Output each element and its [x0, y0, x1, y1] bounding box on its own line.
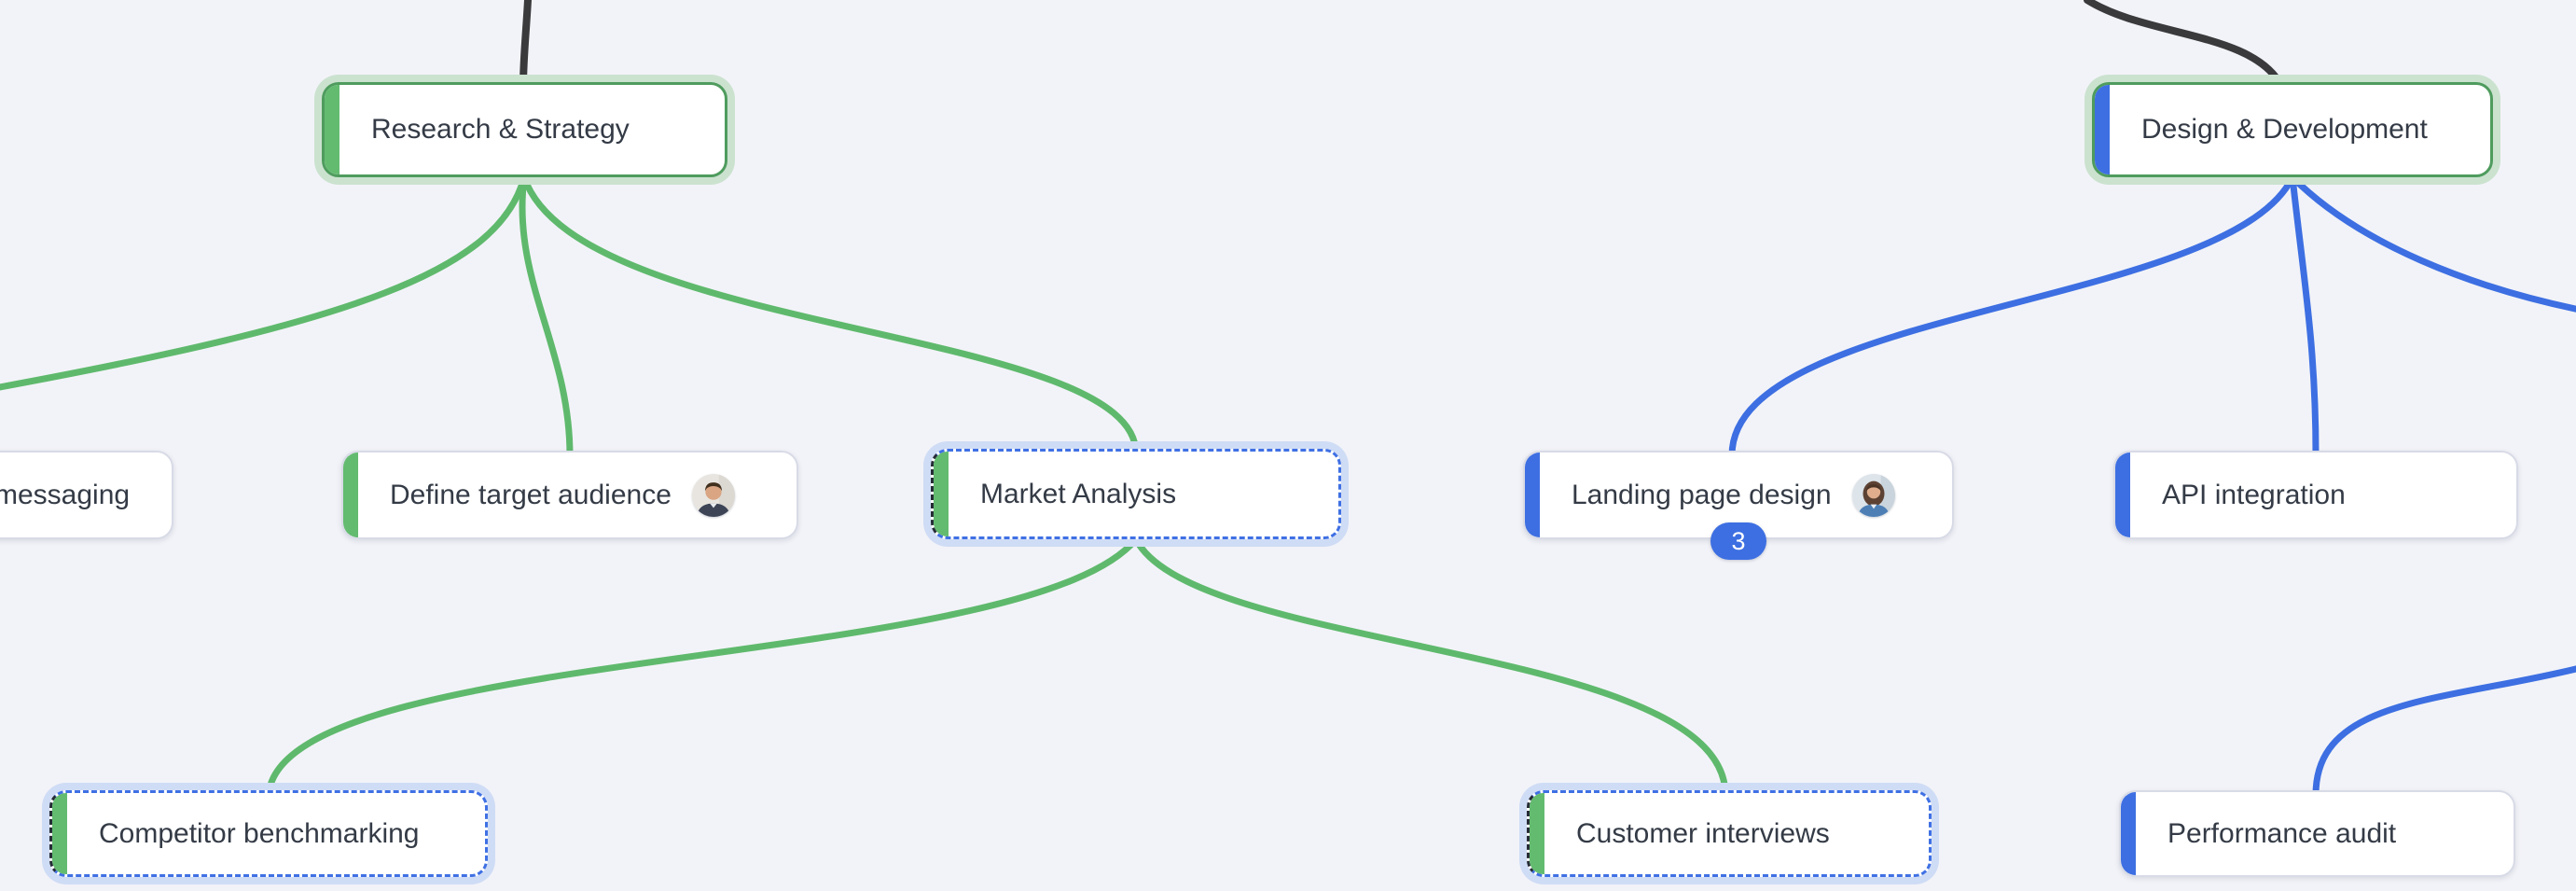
branch-color-bar — [2121, 792, 2136, 875]
node-performance-audit[interactable]: Performance audit — [2119, 790, 2515, 877]
node-label: Landing page design — [1572, 479, 1832, 510]
node-label: Design & Development — [2141, 114, 2428, 145]
branch-color-bar — [934, 452, 949, 536]
edge-design-to-api-integration — [2289, 174, 2320, 459]
edge-root-to-research-strategy — [519, 0, 532, 90]
node-research-strategy[interactable]: Research & Strategy — [322, 82, 727, 177]
node-design-development[interactable]: Design & Development — [2092, 82, 2493, 177]
node-landing-page-design[interactable]: Landing page design 3 — [1523, 451, 1954, 560]
edge-root-to-design-development — [2084, 0, 2285, 90]
node-define-target-audience[interactable]: Define target audience — [341, 451, 798, 539]
node-label: Define target audience — [390, 479, 672, 510]
edge-market-analysis-to-customer-interviews — [1132, 536, 1729, 799]
edge-market-analysis-to-competitor-benchmarking — [265, 536, 1140, 799]
node-label: Market Analysis — [980, 478, 1177, 509]
branch-color-bar — [2115, 452, 2130, 537]
node-api-integration[interactable]: API integration — [2113, 451, 2518, 539]
branch-color-bar — [343, 452, 358, 537]
branch-color-bar — [2095, 85, 2110, 174]
edge-research-to-messaging — [0, 174, 528, 391]
node-label: Competitor benchmarking — [99, 817, 420, 849]
branch-color-bar — [1525, 452, 1540, 537]
edge-offscreen-right-to-performance-audit — [2312, 665, 2576, 799]
assignee-avatar-woman[interactable] — [1851, 473, 1895, 517]
collapsed-children-badge[interactable]: 3 — [1710, 522, 1766, 560]
node-competitor-benchmarking[interactable]: Competitor benchmarking — [49, 790, 488, 877]
node-messaging[interactable]: messaging — [0, 451, 173, 539]
edge-research-to-define-target-audience — [519, 174, 574, 459]
branch-color-bar — [325, 85, 339, 174]
assignee-avatar-man[interactable] — [691, 473, 735, 517]
node-label: Performance audit — [2167, 817, 2397, 849]
edge-design-to-offscreen-right — [2289, 174, 2576, 313]
branch-color-bar — [52, 793, 67, 874]
edge-design-to-landing-page-design — [1728, 174, 2296, 459]
branch-color-bar — [1530, 793, 1544, 874]
edge-research-to-market-analysis — [520, 174, 1140, 457]
node-label: Research & Strategy — [371, 114, 630, 145]
node-label: Customer interviews — [1576, 817, 1830, 849]
node-label: messaging — [0, 479, 131, 510]
node-label: API integration — [2162, 479, 2346, 510]
node-customer-interviews[interactable]: Customer interviews — [1527, 790, 1932, 877]
node-market-analysis[interactable]: Market Analysis — [931, 449, 1341, 539]
